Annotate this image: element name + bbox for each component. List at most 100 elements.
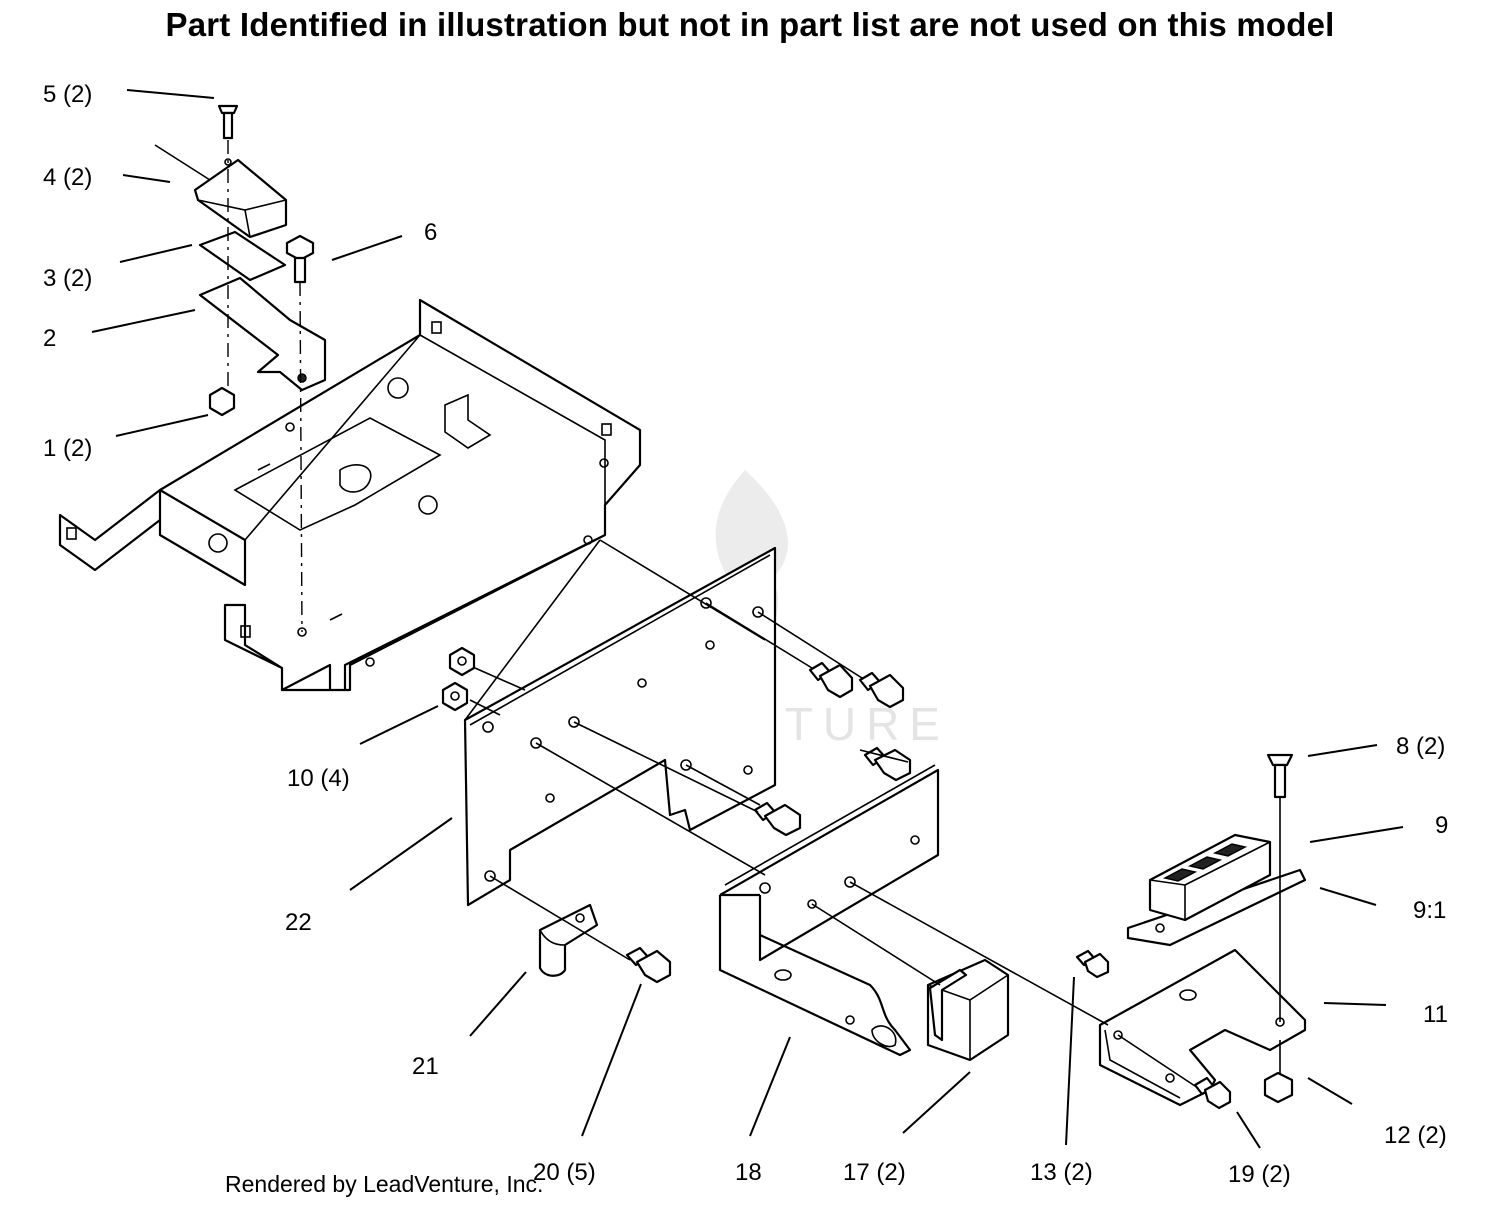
callout-22: 22 bbox=[285, 909, 312, 936]
nut-10 bbox=[448, 646, 476, 677]
main-bracket-square-hole bbox=[240, 625, 251, 638]
plate-22-hole bbox=[700, 597, 712, 609]
plate-22-hole bbox=[680, 759, 692, 771]
leader-2 bbox=[91, 309, 196, 333]
main-bracket-square-hole bbox=[66, 527, 77, 540]
switch-9-buttons bbox=[1162, 843, 1248, 882]
switch-9-body bbox=[1148, 833, 1272, 922]
bracket-18-outline bbox=[718, 768, 940, 1057]
bolt-20 bbox=[858, 671, 905, 709]
callout-9-1: 9:1 bbox=[1413, 897, 1446, 924]
callout-21: 21 bbox=[412, 1053, 439, 1080]
block-4-hole bbox=[224, 158, 232, 166]
screw-5-shank bbox=[222, 111, 234, 140]
callout-5: 5 (2) bbox=[43, 81, 92, 108]
callout-2: 2 bbox=[43, 325, 56, 352]
nut-10 bbox=[441, 681, 469, 712]
main-bracket-square-hole bbox=[601, 423, 612, 436]
page-title: Part Identified in illustration but not … bbox=[165, 6, 1335, 43]
bracket-18 bbox=[718, 764, 940, 1057]
switch-9 bbox=[1126, 833, 1307, 947]
plate-2 bbox=[198, 276, 327, 392]
screw-5-head bbox=[217, 104, 239, 115]
main-bracket-slot bbox=[233, 417, 442, 531]
main-bracket-square-hole bbox=[431, 321, 442, 334]
callout-19: 19 (2) bbox=[1228, 1161, 1291, 1188]
callout-8: 8 (2) bbox=[1396, 733, 1445, 760]
leader-lines bbox=[91, 89, 1404, 1149]
block-17-clip bbox=[928, 968, 968, 1042]
leader-3 bbox=[119, 244, 193, 263]
switch-9-edges bbox=[1149, 841, 1271, 920]
leader-11 bbox=[1323, 1002, 1387, 1006]
main-bracket-small-slots bbox=[257, 463, 343, 621]
callout-6: 6 bbox=[424, 219, 437, 246]
bolt-20 bbox=[625, 946, 672, 984]
render-credit: Rendered by LeadVenture, Inc. bbox=[225, 1171, 543, 1197]
main-bracket-hole bbox=[285, 422, 295, 432]
clamp-21-hole bbox=[575, 913, 585, 923]
bracket-18-keyhole bbox=[871, 1025, 897, 1048]
leader-22 bbox=[349, 817, 453, 891]
bolt-13 bbox=[1075, 949, 1110, 979]
clamp-21-body bbox=[538, 903, 599, 977]
bolt-6-shank bbox=[293, 256, 307, 284]
shim-3 bbox=[198, 230, 287, 282]
leader-4 bbox=[122, 174, 171, 183]
leader-9-1 bbox=[1319, 887, 1377, 906]
screw-8 bbox=[1266, 753, 1294, 799]
callout-1: 1 (2) bbox=[43, 435, 92, 462]
block-4-edges bbox=[197, 199, 287, 238]
switch-9-base bbox=[1126, 868, 1307, 947]
bracket-18-hole bbox=[910, 835, 920, 845]
bracket-18-hole bbox=[845, 1015, 855, 1025]
clamp-21-curve bbox=[539, 929, 566, 946]
plate-22-hole bbox=[482, 721, 494, 733]
leader-9 bbox=[1309, 826, 1404, 843]
top-hardware-stack bbox=[154, 104, 327, 633]
bracket-18-slot bbox=[774, 969, 792, 981]
main-bracket-hole bbox=[583, 535, 593, 545]
bracket-11-outline bbox=[1098, 948, 1307, 1107]
switch-9-mount-hole bbox=[1155, 923, 1165, 933]
stack-centre-lines bbox=[227, 140, 303, 633]
leader-8 bbox=[1307, 744, 1378, 757]
main-bracket-hole bbox=[208, 533, 228, 553]
bolt-20 bbox=[753, 801, 802, 837]
leader-17 bbox=[902, 1071, 971, 1134]
bolt-19 bbox=[1193, 1076, 1232, 1110]
bolt-6-head bbox=[285, 234, 315, 262]
callout-20: 20 (5) bbox=[533, 1159, 596, 1186]
clamp-21 bbox=[538, 903, 599, 977]
plate-22-hole bbox=[705, 640, 715, 650]
bracket-11-fold bbox=[1104, 1029, 1181, 1099]
block-17 bbox=[926, 958, 1010, 1062]
block-4 bbox=[193, 158, 288, 239]
plate-22 bbox=[463, 546, 777, 907]
assembly-lines bbox=[464, 539, 1281, 1089]
callout-12: 12 (2) bbox=[1384, 1122, 1447, 1149]
plate-22-hole bbox=[484, 870, 496, 882]
main-bracket-tab bbox=[444, 393, 492, 449]
leader-6 bbox=[331, 235, 403, 261]
plate-22-outline bbox=[463, 546, 777, 907]
callout-18: 18 bbox=[735, 1159, 762, 1186]
bracket-11-hole bbox=[1113, 1030, 1123, 1040]
plate-22-hole bbox=[530, 737, 542, 749]
main-bracket-hole bbox=[365, 657, 375, 667]
callout-4: 4 (2) bbox=[43, 164, 92, 191]
callout-17: 17 (2) bbox=[843, 1159, 906, 1186]
leader-10 bbox=[359, 705, 439, 745]
leader-13 bbox=[1065, 976, 1075, 1146]
leader-19 bbox=[1236, 1111, 1261, 1149]
bolt-20 bbox=[808, 661, 854, 699]
main-bracket-hole bbox=[418, 495, 438, 515]
plate-2-hole bbox=[297, 373, 307, 383]
main-bracket-hole bbox=[387, 377, 409, 399]
main-bracket-hole bbox=[297, 627, 307, 637]
bolts-group bbox=[441, 646, 1294, 1110]
bolt-20 bbox=[863, 746, 912, 782]
leader-18 bbox=[749, 1036, 791, 1137]
callout-labels: 5 (2) 4 (2) 3 (2) 2 1 (2) 6 10 (4) 22 21… bbox=[43, 81, 1448, 1188]
